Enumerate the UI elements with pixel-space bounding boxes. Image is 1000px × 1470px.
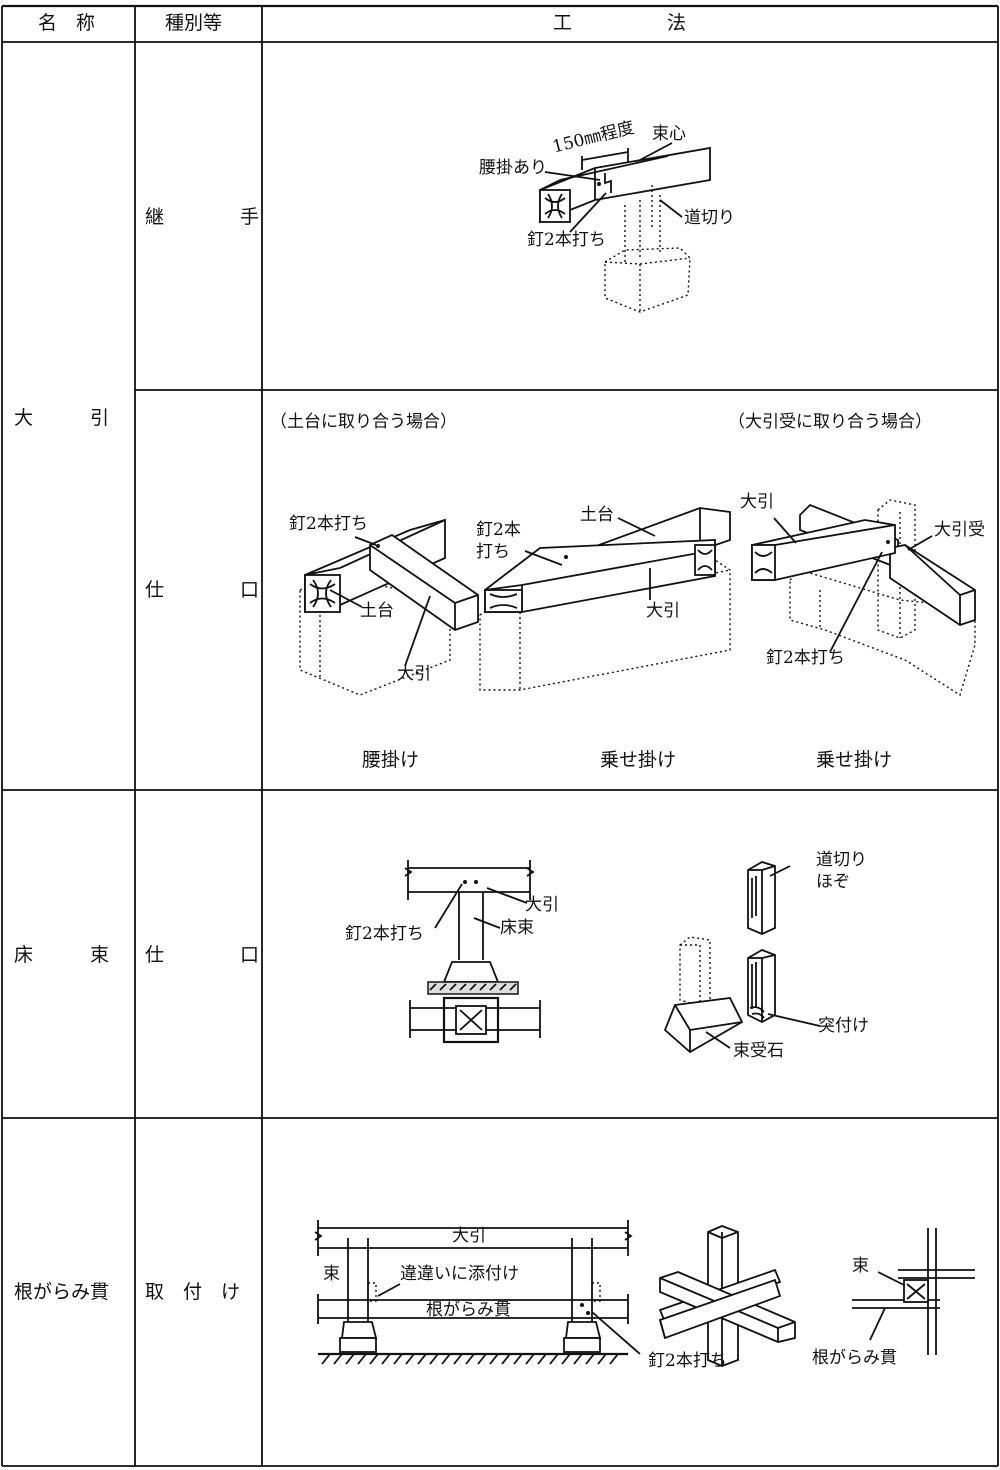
nega-label-kugi: 釘2本打ち [648, 1351, 727, 1371]
nega-label-soetsuke: 違違いに添付け [400, 1264, 519, 1284]
yuka-label-michikiri: 道切り [816, 850, 867, 870]
case-c-kugi: 釘2本打ち [766, 648, 845, 668]
case-b-uchi: 打ち [476, 542, 510, 562]
yuka-label-ohiki: 大引 [525, 895, 559, 915]
joint-label-tsukashin: 束心 [652, 124, 686, 144]
row-name-ohiki: 大 引 [14, 407, 110, 429]
nega-label-tsuka: 束 [323, 1264, 340, 1284]
joint-label-michikiri: 道切り [684, 208, 735, 228]
nega-label-negarami-right: 根がらみ貫 [812, 1348, 897, 1368]
nega-label-tsuka-right: 束 [852, 1256, 869, 1276]
yuka-label-kugi: 釘2本打ち [345, 924, 424, 944]
yuka-label-yukazuka: 床束 [500, 918, 534, 938]
row-name-negarami: 根がらみ貫 [14, 1281, 110, 1303]
nega-label-negarami: 根がらみ貫 [426, 1300, 511, 1320]
header-name: 名 称 [38, 12, 96, 34]
row-type-shikuchi-2: 仕 口 [145, 944, 260, 966]
joint-label-koshikake: 腰掛あり [479, 158, 547, 178]
case-b-ohiki: 大引 [646, 601, 680, 621]
case-a-kugi: 釘2本打ち [289, 514, 368, 534]
joint-label-kugi: 釘2本打ち [527, 230, 606, 250]
case-b-dodai: 土台 [580, 505, 614, 525]
case-b-kugi: 釘2本 [476, 520, 521, 540]
case-c-ohiki: 大引 [740, 492, 774, 512]
row-type-tsugite: 継 手 [145, 206, 260, 228]
yuka-label-tsukaukeishi: 束受石 [733, 1041, 784, 1061]
caption-koshikake: 腰掛け [362, 749, 420, 771]
case-left-label: （土台に取り合う場合） [270, 412, 457, 432]
case-c-ohikiuke: 大引受 [934, 520, 985, 540]
case-right-label: （大引受に取り合う場合） [728, 412, 932, 432]
case-a-ohiki: 大引 [397, 664, 431, 684]
nega-label-ohiki: 大引 [452, 1226, 486, 1246]
row-type-shikuchi-1: 仕 口 [145, 579, 260, 601]
caption-nosekake-1: 乗せ掛け [600, 749, 677, 771]
case-a-dodai: 土台 [360, 601, 394, 621]
row-name-yukazuka: 床 束 [14, 944, 110, 966]
caption-nosekake-2: 乗せ掛け [816, 749, 893, 771]
yuka-label-hozo: ほぞ [816, 872, 850, 892]
header-type: 種別等 [165, 12, 223, 34]
header-method: 工 法 [553, 12, 687, 34]
yuka-label-tsukitsuke: 突付け [818, 1016, 869, 1036]
row-type-toritsuke: 取 付 け [145, 1281, 241, 1303]
